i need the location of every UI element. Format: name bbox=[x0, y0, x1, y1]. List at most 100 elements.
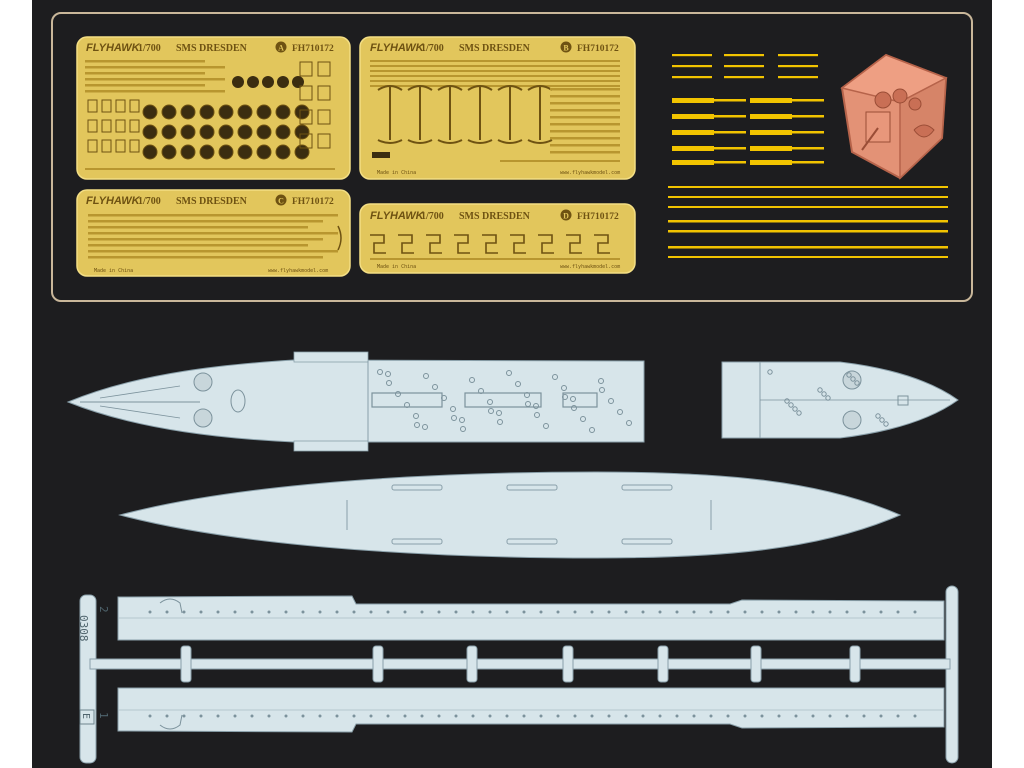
porthole bbox=[488, 714, 492, 718]
deck-fitting bbox=[599, 387, 605, 393]
short-barrel bbox=[672, 76, 712, 79]
fret-a-disc bbox=[294, 104, 310, 120]
porthole bbox=[386, 610, 390, 614]
porthole bbox=[318, 714, 322, 718]
deck-fitting bbox=[784, 398, 790, 404]
porthole bbox=[862, 714, 866, 718]
deck-fitting bbox=[534, 412, 540, 418]
porthole bbox=[828, 610, 832, 614]
porthole bbox=[403, 610, 407, 614]
stern-deck-part bbox=[721, 361, 959, 439]
sprue-gate bbox=[849, 645, 861, 683]
porthole bbox=[216, 610, 220, 614]
porthole bbox=[828, 714, 832, 718]
porthole bbox=[233, 714, 237, 718]
porthole bbox=[573, 610, 577, 614]
fret-b-brand: FLYHAWK bbox=[370, 42, 425, 54]
fret-a-disc-small bbox=[292, 76, 304, 88]
long-mast bbox=[668, 196, 948, 198]
fret-a-disc bbox=[256, 144, 272, 160]
fret-d-footer-right: www.flyhawkmodel.com bbox=[560, 264, 620, 270]
fret-a-disc-small bbox=[247, 76, 259, 88]
porthole bbox=[233, 610, 237, 614]
porthole bbox=[675, 610, 679, 614]
porthole bbox=[165, 714, 169, 718]
fret-a-strip bbox=[85, 78, 225, 81]
deck-fitting bbox=[626, 420, 632, 426]
porthole bbox=[675, 714, 679, 718]
short-barrel bbox=[672, 54, 712, 57]
porthole bbox=[267, 714, 271, 718]
fret-a-bracket bbox=[129, 139, 140, 153]
porthole bbox=[811, 714, 815, 718]
short-barrel bbox=[724, 54, 764, 57]
fret-a-name: SMS DRESDEN bbox=[176, 43, 248, 54]
porthole bbox=[267, 610, 271, 614]
fret-a-bracket bbox=[87, 119, 98, 133]
deck-fitting bbox=[524, 392, 530, 398]
porthole bbox=[607, 610, 611, 614]
porthole bbox=[913, 610, 917, 614]
fret-a-strip bbox=[85, 90, 225, 93]
porthole bbox=[148, 714, 152, 718]
fret-a-fitting bbox=[299, 109, 313, 125]
porthole bbox=[692, 714, 696, 718]
short-barrel bbox=[778, 65, 818, 68]
porthole bbox=[522, 610, 526, 614]
sprue-gate bbox=[562, 645, 574, 683]
deck-fitting bbox=[883, 421, 889, 427]
resin-part bbox=[840, 53, 948, 180]
pe-fret-a: FLYHAWK 1/700 SMS DRESDEN A FH710172 bbox=[76, 36, 351, 180]
fret-a-disc bbox=[256, 124, 272, 140]
deck-fitting bbox=[570, 396, 576, 402]
deck-fitting bbox=[488, 408, 494, 414]
porthole bbox=[182, 714, 186, 718]
deck-fitting bbox=[404, 402, 410, 408]
deck-fitting bbox=[478, 388, 484, 394]
fret-c-railing bbox=[88, 226, 308, 229]
deck-fitting bbox=[460, 426, 466, 432]
accessory-frame bbox=[51, 12, 973, 302]
porthole bbox=[505, 610, 509, 614]
fret-c-railing bbox=[88, 256, 323, 259]
sprue-code: 0308 bbox=[77, 615, 90, 642]
deck-fitting bbox=[386, 380, 392, 386]
sprue-gate bbox=[180, 645, 192, 683]
fret-d-part bbox=[510, 234, 526, 254]
porthole bbox=[845, 714, 849, 718]
porthole bbox=[641, 610, 645, 614]
deck-fitting bbox=[450, 406, 456, 412]
fret-d-part bbox=[454, 234, 470, 254]
fret-a-disc bbox=[142, 144, 158, 160]
fret-a-scale: 1/700 bbox=[138, 43, 161, 54]
fret-b-ladder bbox=[550, 130, 620, 133]
porthole bbox=[896, 714, 900, 718]
fret-a-disc bbox=[218, 124, 234, 140]
barrel-breech bbox=[750, 114, 792, 119]
fret-a-disc bbox=[275, 104, 291, 120]
deck-fitting bbox=[788, 402, 794, 408]
fret-d-part bbox=[398, 234, 414, 254]
deck-fitting bbox=[854, 380, 860, 386]
barrel-muzzle bbox=[714, 131, 746, 134]
fret-c-name: SMS DRESDEN bbox=[176, 196, 248, 207]
fret-d-strip bbox=[370, 258, 620, 260]
fret-a-disc bbox=[142, 124, 158, 140]
fret-b-davit bbox=[497, 85, 523, 144]
long-mast bbox=[668, 246, 948, 249]
fret-d-part bbox=[566, 234, 582, 254]
fret-a-letter-badge bbox=[275, 41, 287, 53]
porthole bbox=[709, 714, 713, 718]
deck-fitting bbox=[598, 378, 604, 384]
fret-b-ladder bbox=[550, 151, 620, 154]
fret-a-fitting bbox=[299, 85, 313, 101]
fret-b-scale: 1/700 bbox=[421, 43, 444, 54]
fret-d-part bbox=[426, 234, 442, 254]
porthole bbox=[352, 714, 356, 718]
deck-fitting bbox=[561, 385, 567, 391]
fret-a-bracket bbox=[87, 139, 98, 153]
porthole bbox=[471, 610, 475, 614]
porthole bbox=[777, 610, 781, 614]
deck-fitting bbox=[423, 373, 429, 379]
fret-b-ladder bbox=[550, 88, 620, 91]
